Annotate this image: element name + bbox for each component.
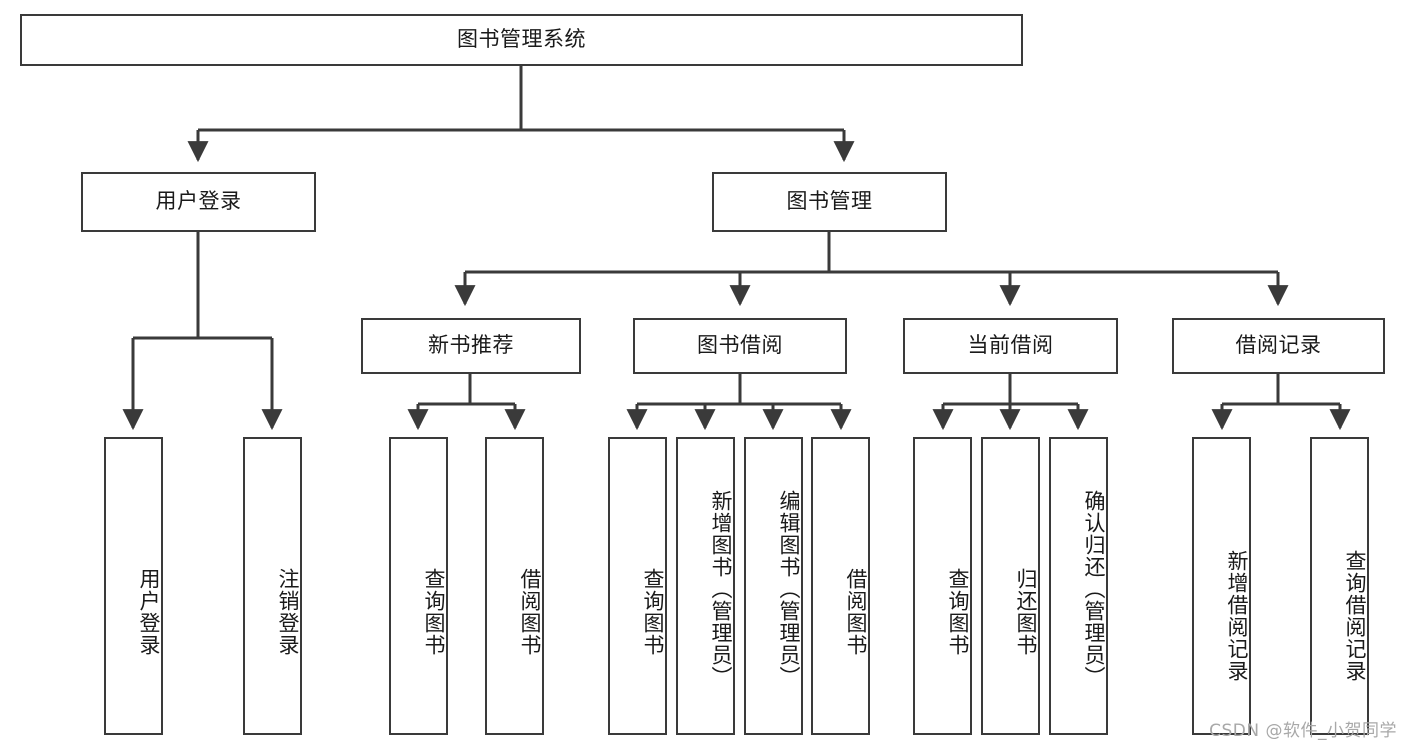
leaf-current-borrow-query-book[interactable]: 查询图书 (913, 437, 972, 735)
leaf-book-borrow-borrow-book[interactable]: 借阅图书 (811, 437, 870, 735)
node-label: 新书推荐 (428, 333, 514, 358)
node-label: 编辑图书（管理员） (777, 490, 801, 688)
watermark-text: CSDN @软件_小贺同学 (1209, 721, 1397, 741)
leaf-book-borrow-query-book[interactable]: 查询图书 (608, 437, 667, 735)
node-label: 查询图书 (946, 568, 970, 656)
node-root-book-management-system[interactable]: 图书管理系统 (20, 14, 1023, 66)
leaf-user-login-logout[interactable]: 注销登录 (243, 437, 302, 735)
node-new-book-recommend[interactable]: 新书推荐 (361, 318, 581, 374)
node-book-borrow[interactable]: 图书借阅 (633, 318, 847, 374)
leaf-book-borrow-add-book-admin[interactable]: 新增图书（管理员） (676, 437, 735, 735)
node-label: 图书管理 (786, 189, 873, 214)
leaf-current-borrow-confirm-return-admin[interactable]: 确认归还（管理员） (1049, 437, 1108, 735)
node-user-login[interactable]: 用户登录 (81, 172, 316, 232)
node-label: 新增借阅记录 (1225, 550, 1249, 682)
node-label: 当前借阅 (967, 333, 1054, 358)
node-label: 查询图书 (422, 568, 446, 656)
node-current-borrow[interactable]: 当前借阅 (903, 318, 1118, 374)
leaf-new-book-borrow-book[interactable]: 借阅图书 (485, 437, 544, 735)
node-label: 用户登录 (137, 568, 161, 656)
leaf-new-book-query-book[interactable]: 查询图书 (389, 437, 448, 735)
leaf-current-borrow-return-book[interactable]: 归还图书 (981, 437, 1040, 735)
node-label: 确认归还（管理员） (1082, 490, 1106, 688)
leaf-user-login-login[interactable]: 用户登录 (104, 437, 163, 735)
leaf-borrow-record-add-record[interactable]: 新增借阅记录 (1192, 437, 1251, 735)
node-label: 查询图书 (641, 568, 665, 656)
node-label: 注销登录 (276, 568, 300, 656)
node-label: 借阅图书 (844, 568, 868, 656)
node-label: 借阅记录 (1235, 333, 1322, 358)
node-label: 借阅图书 (518, 568, 542, 656)
node-label: 用户登录 (155, 189, 242, 214)
node-label: 归还图书 (1014, 568, 1038, 656)
node-label: 图书借阅 (697, 333, 783, 358)
node-label: 新增图书（管理员） (709, 490, 733, 688)
node-borrow-record[interactable]: 借阅记录 (1172, 318, 1385, 374)
node-label: 查询借阅记录 (1343, 550, 1367, 682)
node-book-management[interactable]: 图书管理 (712, 172, 947, 232)
node-label: 图书管理系统 (457, 27, 586, 52)
leaf-borrow-record-query-record[interactable]: 查询借阅记录 (1310, 437, 1369, 735)
leaf-book-borrow-edit-book-admin[interactable]: 编辑图书（管理员） (744, 437, 803, 735)
